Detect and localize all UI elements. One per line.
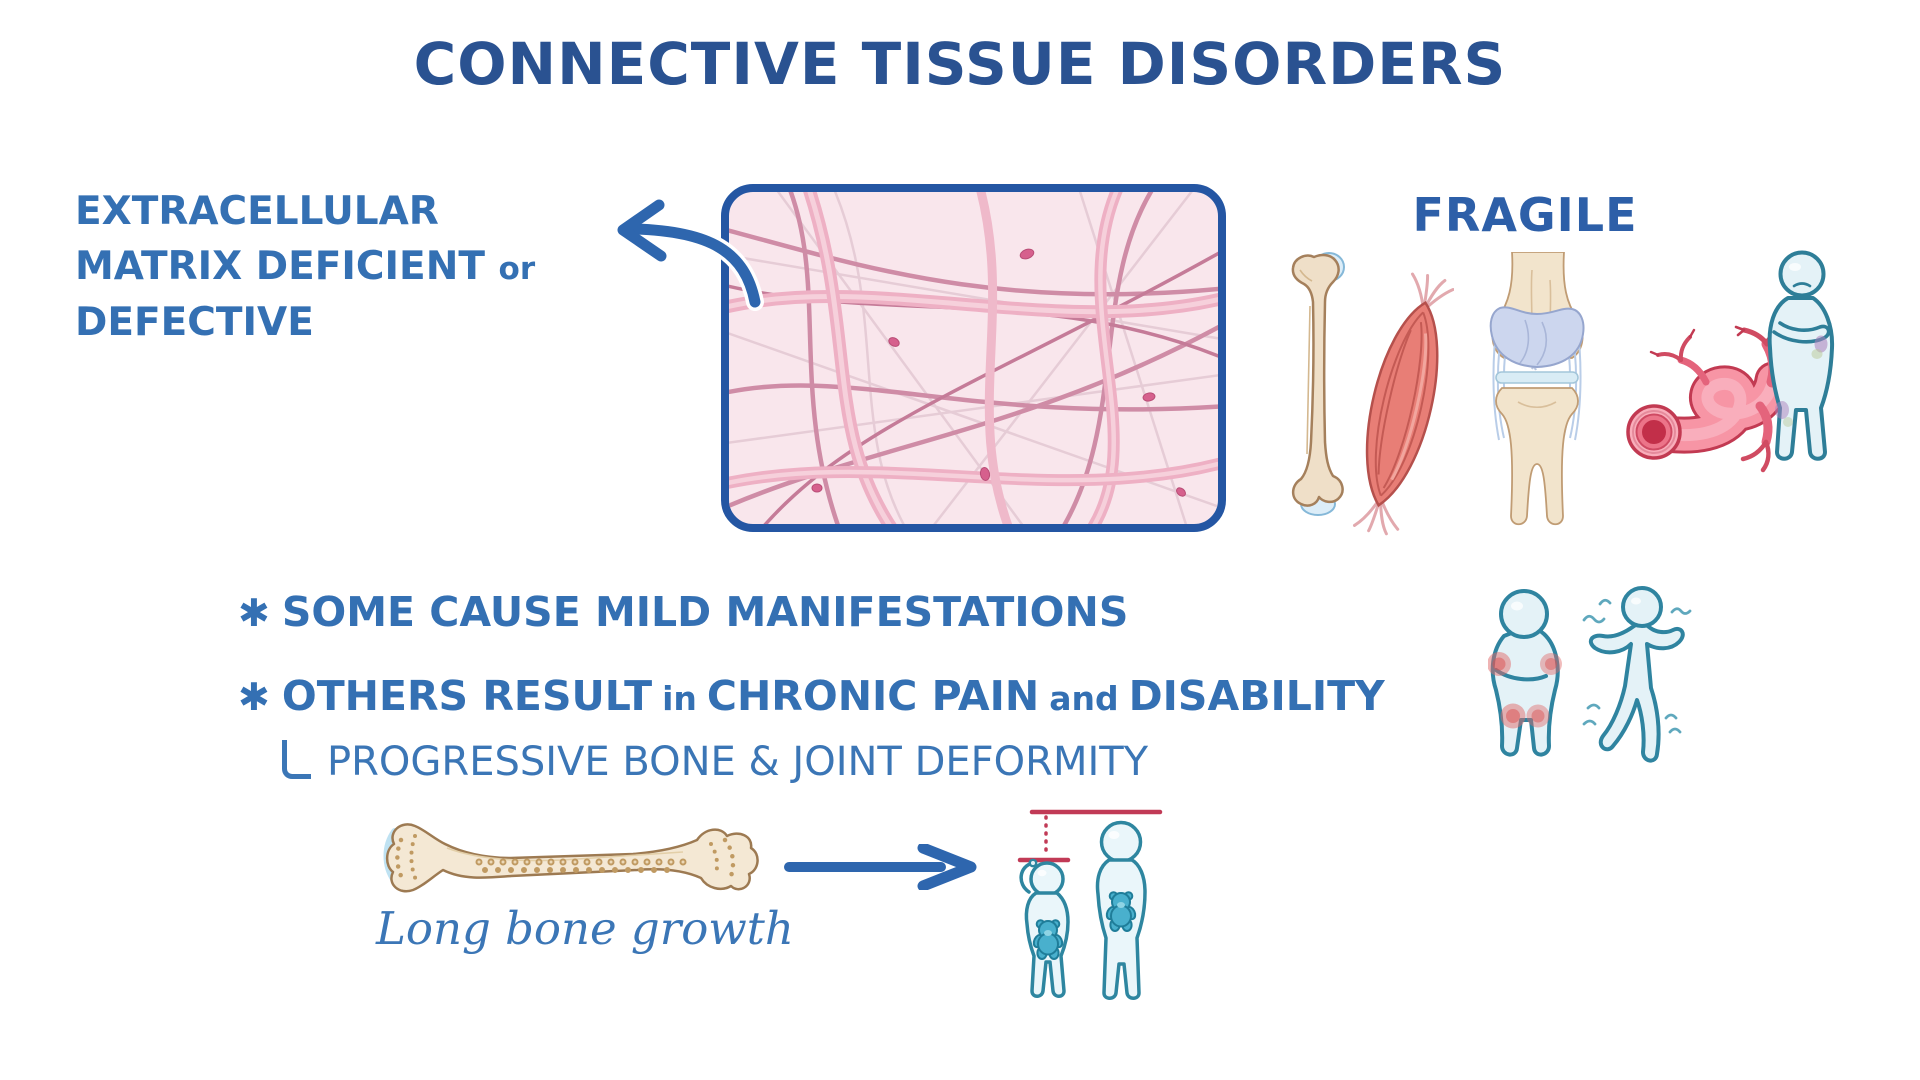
extracellular-matrix-note: EXTRACELLULAR MATRIX DEFICIENT or DEFECT… — [75, 184, 535, 350]
long-bone-caption: Long bone growth — [376, 902, 794, 955]
bullet-2-conj-in: in — [662, 679, 697, 718]
sub-bullet-bone-joint-deformity: PROGRESSIVE BONE & JOINT DEFORMITY — [282, 740, 1148, 782]
fragile-label: FRAGILE — [1412, 188, 1638, 242]
bullet-1-text: SOME CAUSE MILD MANIFESTATIONS — [281, 588, 1129, 636]
note-line-2: MATRIX DEFICIENT — [75, 244, 485, 290]
bullet-2-text-1: OTHERS RESULT — [281, 672, 653, 720]
bullet-mild-manifestations: ✱SOME CAUSE MILD MANIFESTATIONS — [238, 592, 1128, 633]
asterisk-bullet-icon: ✱ — [238, 675, 270, 719]
bruised-person-illustration — [1762, 248, 1846, 476]
extracellular-matrix-illustration — [721, 184, 1226, 532]
long-bone-illustration — [383, 818, 765, 902]
blood-vessel-illustration — [1610, 320, 1796, 482]
teddy-bear-icon — [1105, 891, 1137, 932]
chronic-pain-person-illustration — [1488, 584, 1572, 774]
curved-pointer-arrow-icon — [593, 198, 768, 313]
asterisk-bullet-icon: ✱ — [238, 591, 270, 635]
matrix-fibers-icon — [729, 192, 1218, 524]
elbow-connector-icon — [282, 740, 311, 779]
bullet-2-conj-and: and — [1049, 679, 1119, 718]
teddy-bear-icon — [1032, 919, 1064, 960]
disability-tremor-person-illustration — [1580, 586, 1692, 776]
skeletal-muscle-illustration — [1350, 266, 1454, 542]
bullet-2-text-2: CHRONIC PAIN — [706, 672, 1040, 720]
height-comparison-illustration — [1002, 798, 1168, 1008]
knee-joint-illustration — [1470, 252, 1604, 540]
bullet-2-text-3: DISABILITY — [1128, 672, 1385, 720]
page-title: CONNECTIVE TISSUE DISORDERS — [413, 30, 1507, 98]
right-arrow-icon — [783, 844, 989, 890]
femur-bone-illustration — [1280, 246, 1352, 520]
sub-bullet-text: PROGRESSIVE BONE & JOINT DEFORMITY — [327, 739, 1149, 785]
note-conjunction: or — [498, 251, 536, 288]
note-line-3: DEFECTIVE — [75, 299, 314, 345]
note-line-1: EXTRACELLULAR — [75, 189, 439, 234]
